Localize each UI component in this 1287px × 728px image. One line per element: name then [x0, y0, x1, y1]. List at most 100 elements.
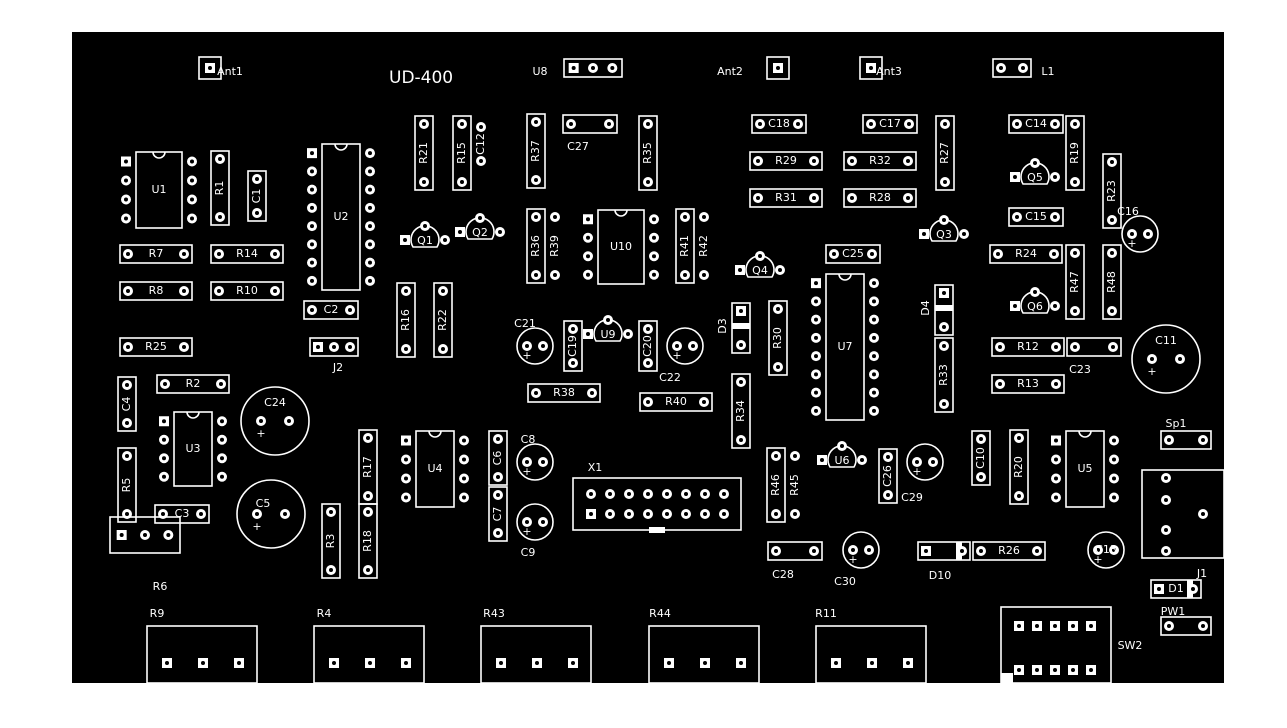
- d10-drill: [960, 549, 964, 553]
- component-r16: R16: [396, 282, 416, 358]
- pw1-drill: [1201, 624, 1205, 628]
- u3-drill: [162, 456, 166, 461]
- c1-drill: [255, 177, 259, 181]
- component-c3: C3: [154, 504, 210, 524]
- r5-drill: [125, 512, 129, 516]
- q4-drill: [738, 268, 742, 272]
- c29-outline: [906, 443, 944, 481]
- c25-body: [825, 244, 881, 264]
- r15-ref-label: R15: [455, 142, 468, 164]
- r4-body: [313, 625, 425, 684]
- sw2-drill: [1017, 624, 1021, 628]
- r1-drill: [218, 215, 222, 219]
- r35-drill: [646, 122, 650, 126]
- c20-ref-label: C20: [641, 335, 654, 357]
- r43-body: [480, 625, 592, 684]
- u10-drill: [652, 235, 656, 240]
- u3-drill: [162, 474, 166, 479]
- c2-drill: [348, 308, 352, 312]
- c21-drill: [525, 344, 529, 348]
- u10-drill: [586, 254, 590, 259]
- r30-drill: [776, 307, 780, 311]
- component-r46: R46: [766, 447, 786, 523]
- component-c17: C17: [862, 114, 918, 134]
- r1-body: [210, 150, 230, 226]
- u8-outline: [563, 58, 623, 78]
- c25-drill: [832, 252, 836, 256]
- u2-drill: [310, 278, 314, 283]
- c15-drill: [1015, 215, 1019, 219]
- sw2-body: [1000, 606, 1112, 684]
- r9-drill: [237, 661, 241, 665]
- r32-body: [843, 151, 917, 171]
- r28-drill: [850, 196, 854, 200]
- r36-body: [526, 208, 546, 284]
- r28-ref-label: R28: [869, 191, 891, 204]
- c21-drill: [541, 344, 545, 348]
- c11-outline: [1131, 324, 1201, 394]
- j1-drill: [1164, 498, 1168, 502]
- r18-ref-label: R18: [361, 530, 374, 552]
- u4-notch: [428, 430, 442, 438]
- c8-ref-label: C8: [521, 433, 536, 446]
- r14-drill: [217, 252, 221, 256]
- c23-ref-label: C23: [1069, 363, 1091, 376]
- l1-body: [992, 58, 1032, 78]
- u4-drill: [462, 476, 466, 481]
- component-r32: R32: [843, 151, 917, 171]
- r9-ref-label: R9: [150, 607, 165, 620]
- u5-ref-label: U5: [1077, 462, 1092, 475]
- d1-ref-label: D1: [1168, 582, 1183, 595]
- c2-drill: [310, 308, 314, 312]
- component-c1: C1: [247, 170, 267, 222]
- r19-drill: [1073, 122, 1077, 126]
- component-c20: C20: [638, 320, 658, 372]
- r28-drill: [906, 196, 910, 200]
- r19-ref-label: R19: [1068, 142, 1081, 164]
- u4-drill: [404, 438, 408, 443]
- q3-drill: [942, 218, 946, 222]
- u7-body: [825, 273, 865, 421]
- r31-body: [749, 188, 823, 208]
- c23-drill: [1111, 345, 1115, 349]
- r34-drill: [739, 438, 743, 442]
- d10-drill: [924, 549, 928, 553]
- q1-drill: [443, 238, 447, 242]
- u6-drill: [820, 458, 824, 462]
- r1-drill: [218, 157, 222, 161]
- c12-ref-label: C12: [474, 133, 487, 155]
- u5-drill: [1054, 495, 1058, 500]
- r34-drill: [739, 380, 743, 384]
- r15-drill: [460, 180, 464, 184]
- r6-ref-label: R6: [153, 580, 168, 593]
- component-c12: C12: [474, 122, 487, 166]
- c3-body: [154, 504, 210, 524]
- c25-ref-label: C25: [842, 247, 864, 260]
- x1-key: [649, 527, 665, 533]
- c5-drill: [255, 512, 259, 516]
- r39-ref-label: R39: [548, 235, 561, 257]
- c20-drill: [646, 361, 650, 365]
- c29-drill: [915, 460, 919, 464]
- component-u8: U8: [532, 58, 623, 78]
- c15-ref-label: C15: [1025, 210, 1047, 223]
- r23-drill: [1110, 160, 1114, 164]
- c7-ref-label: C7: [491, 507, 504, 522]
- c27-drill: [569, 122, 573, 126]
- r35-body: [638, 115, 658, 191]
- component-q2: Q2: [455, 213, 505, 240]
- r42-drill: [702, 273, 706, 277]
- ant2-outline: [766, 56, 790, 80]
- q2-drill: [498, 230, 502, 234]
- component-c23: C23: [1066, 337, 1122, 376]
- c29-ref-label: C29: [901, 491, 923, 504]
- r45-drill: [793, 512, 797, 516]
- c1-ref-label: C1: [250, 189, 263, 204]
- component-d3: D3: [716, 302, 751, 354]
- r2-ref-label: R2: [186, 377, 201, 390]
- r34-ref-label: R34: [734, 400, 747, 422]
- r17-drill: [366, 494, 370, 498]
- r48-drill: [1110, 309, 1114, 313]
- r22-body: [433, 282, 453, 358]
- c4-drill: [125, 383, 129, 387]
